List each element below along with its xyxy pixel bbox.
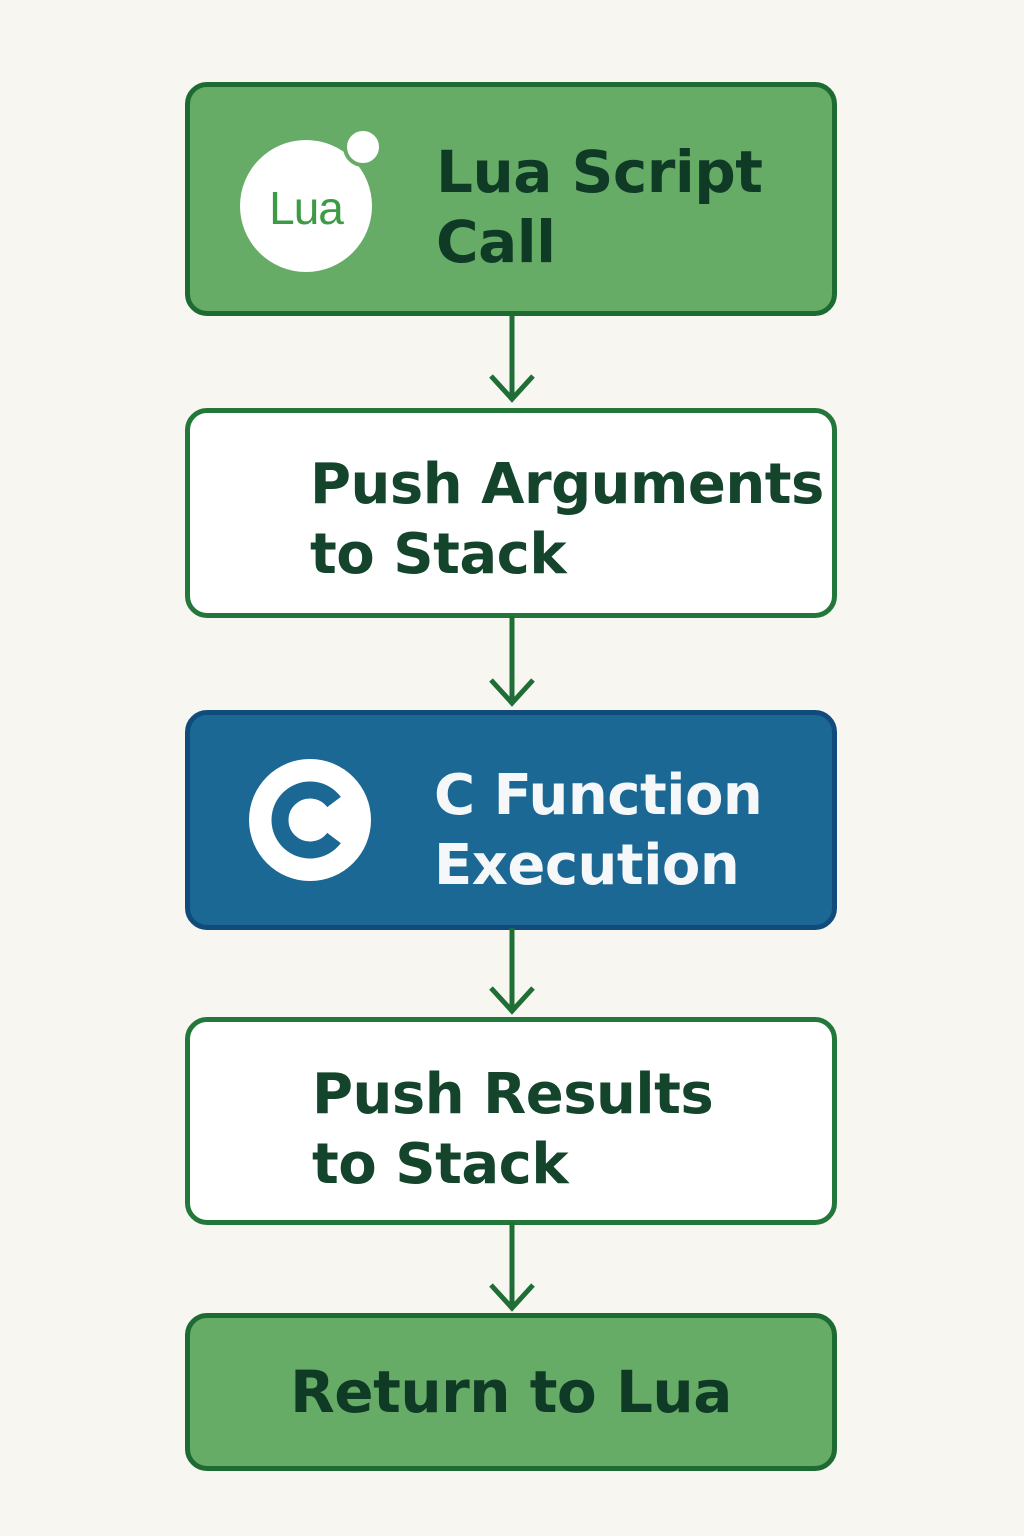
arrow-down-icon bbox=[489, 1223, 535, 1312]
step-push-arguments: Push Arguments to Stack bbox=[185, 408, 837, 618]
step-return-to-lua: Return to Lua bbox=[185, 1313, 837, 1471]
lua-logo-moon-icon bbox=[343, 127, 383, 167]
step-c-function-execution: C Function Execution bbox=[185, 710, 837, 930]
arrow-down-icon bbox=[489, 314, 535, 403]
arrow-down-icon bbox=[489, 928, 535, 1015]
step-push-results: Push Results to Stack bbox=[185, 1017, 837, 1225]
step-label: Push Results to Stack bbox=[312, 1062, 714, 1197]
step-label: Lua Script Call bbox=[436, 138, 763, 276]
lua-logo-text: Lua bbox=[269, 182, 344, 234]
step-label: C Function Execution bbox=[434, 763, 763, 898]
step-label: Return to Lua bbox=[290, 1358, 732, 1426]
arrow-down-icon bbox=[489, 616, 535, 707]
step-label: Push Arguments to Stack bbox=[310, 452, 824, 587]
step-lua-script-call: Lua Lua Script Call bbox=[185, 82, 837, 316]
c-language-icon bbox=[249, 759, 371, 881]
